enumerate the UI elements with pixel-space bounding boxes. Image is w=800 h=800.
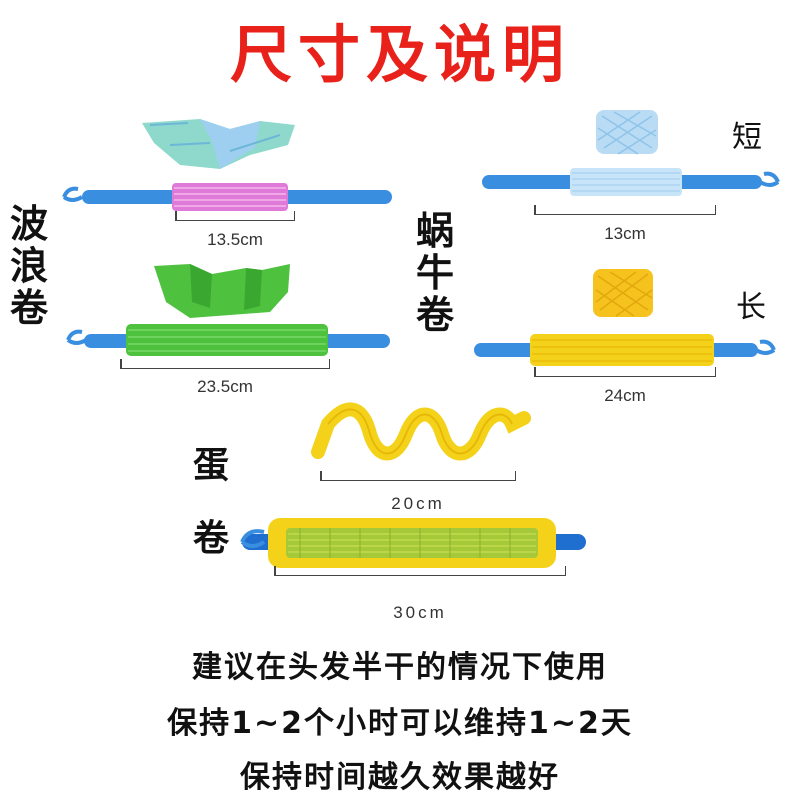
wave-curler-small-rod-image [62, 183, 392, 211]
wave-curler-large-measure-line [120, 358, 330, 369]
page-title: 尺寸及说明 [229, 18, 570, 91]
usage-note-3: 保持时间越久效果越好 [240, 760, 560, 795]
snail-curler-short-length: 13cm [604, 224, 646, 243]
wave-curler-large-rod-image [66, 324, 390, 356]
usage-note-2: 保持1~2个小时可以维持1~2天 [167, 706, 633, 741]
egg-curler-spiral-image [311, 402, 531, 461]
egg-curler-label-bottom: 卷 [192, 518, 229, 559]
snail-curler-long-length: 24cm [604, 386, 646, 405]
egg-curler-spiral-length: 20cm [391, 494, 445, 513]
snail-curler-short-measure-line [534, 204, 716, 215]
egg-curler-roll-image [240, 518, 586, 568]
wave-curler-large-length: 23.5cm [197, 377, 253, 396]
snail-curler-long-tag: 长 [736, 290, 766, 325]
usage-note-1: 建议在头发半干的情况下使用 [192, 650, 608, 685]
egg-curler-roll-length: 30cm [393, 603, 447, 622]
wave-curler-label: 波浪卷 [9, 202, 48, 330]
egg-curler-label-top: 蛋 [192, 445, 229, 486]
wave-curler-large-folded-image [154, 264, 290, 318]
egg-curler-roll-measure-line [274, 565, 566, 576]
snail-curler-long-measure-line [534, 366, 716, 377]
wave-curler-small-folded-image [142, 119, 295, 169]
snail-curler-short-tag: 短 [732, 120, 762, 155]
snail-curler-label: 蜗牛卷 [415, 209, 454, 337]
snail-curler-long-rod-image [474, 334, 776, 366]
egg-curler-spiral-measure-line [320, 470, 516, 481]
snail-curler-short-rolled-image [596, 110, 658, 155]
wave-curler-small-length: 13.5cm [207, 230, 263, 249]
snail-curler-short-rod-image [482, 168, 780, 196]
wave-curler-small-measure-line [175, 210, 295, 221]
snail-curler-long-rolled-image [593, 269, 653, 317]
